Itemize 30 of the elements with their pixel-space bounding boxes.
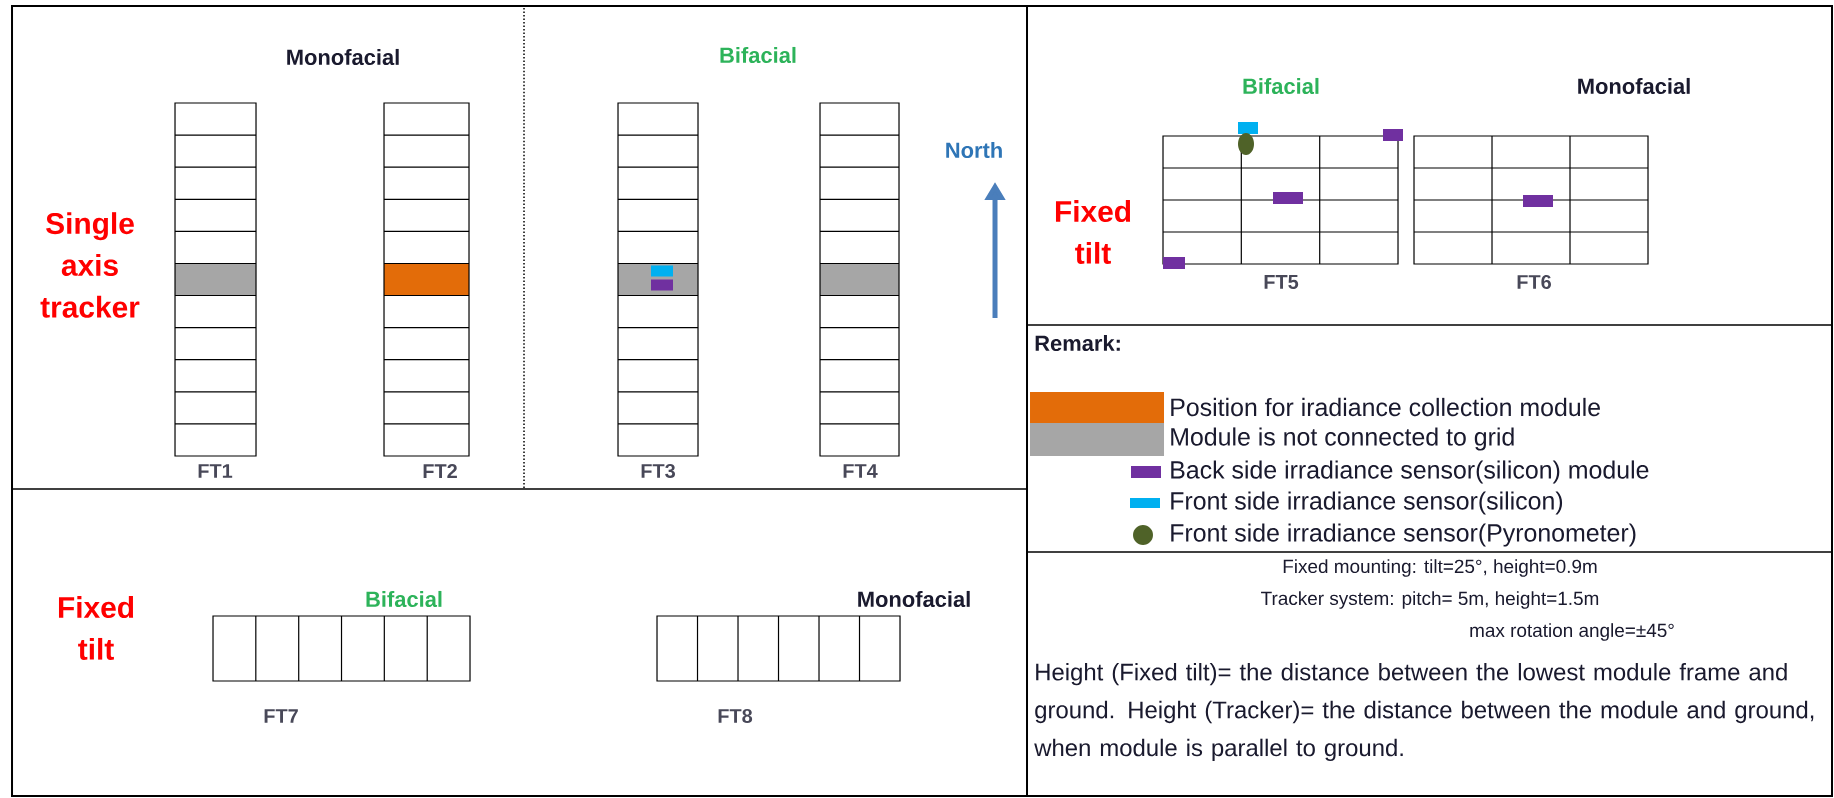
legend-text: Module is not connected to grid	[1171, 427, 1514, 451]
array-label: FT6	[1517, 274, 1551, 290]
spec-note: Tracker system: pitch= 5m, height=1.5m	[1261, 591, 1599, 609]
remark-heading: Remark:	[1035, 334, 1120, 352]
legend-text: Front side irradiance sensor(Pyronometer)	[1171, 523, 1636, 547]
panel-heading: Bifacial	[720, 46, 796, 64]
module-array	[1413, 135, 1649, 265]
array-label: FT3	[641, 463, 675, 479]
module-array	[617, 102, 699, 457]
definition-note: Height (Fixed tilt)= the distance between the lowest module frame and ground. Height (Tracker)= the distance between the module and ground, when module is parallel to ground.	[1034, 663, 1814, 761]
array-label: FT5	[1264, 275, 1299, 289]
row-heading: Fixed tilt	[1056, 200, 1131, 264]
module-array	[212, 615, 471, 682]
row-heading: Fixed tilt	[59, 596, 134, 660]
legend-text: Position for iradiance collection module	[1171, 397, 1600, 417]
panel-heading: Monofacial	[287, 48, 399, 66]
module-array	[819, 102, 900, 457]
module-array	[174, 102, 257, 457]
legend-text: Back side irradiance sensor(silicon) module	[1171, 460, 1649, 484]
array-label: FT1	[198, 464, 233, 478]
array-label: FT4	[843, 464, 878, 478]
array-label: FT8	[718, 708, 753, 724]
module-array	[656, 615, 901, 682]
spec-note: Fixed mounting: tilt=25°, height=0.9m	[1283, 559, 1597, 577]
module-array	[1162, 135, 1399, 265]
array-label: FT2	[423, 464, 457, 478]
legend-text: Front side irradiance sensor(silicon)	[1171, 491, 1563, 515]
spec-note: max rotation angle=±45°	[1470, 623, 1674, 641]
array-label: FT7	[264, 709, 298, 723]
module-array	[383, 102, 470, 457]
